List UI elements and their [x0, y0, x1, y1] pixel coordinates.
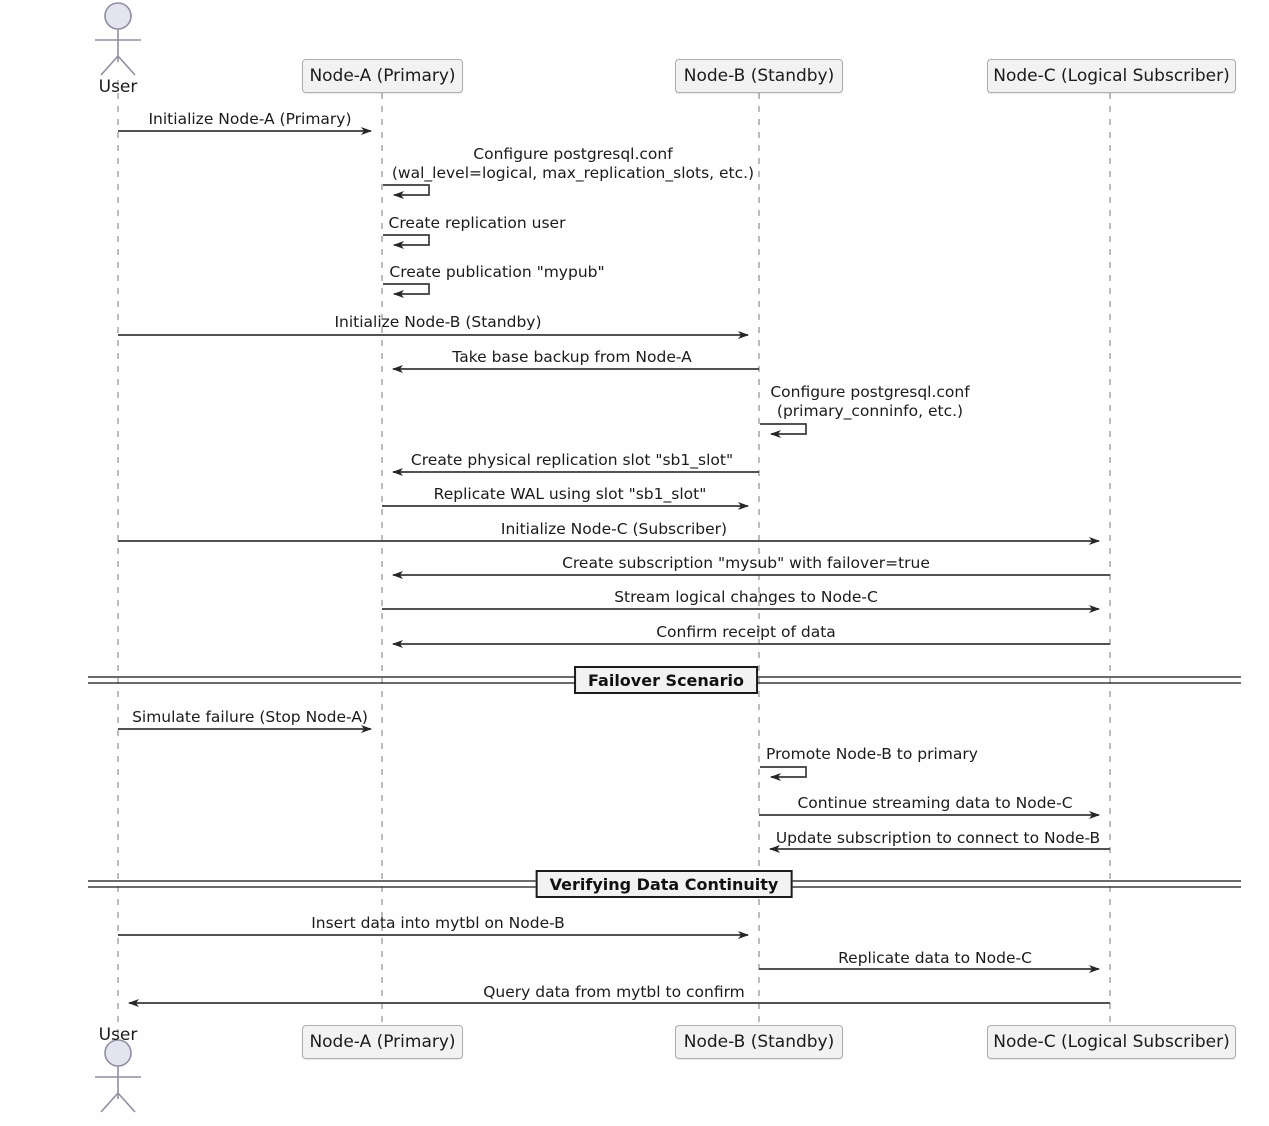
participant-box-node-b-bottom[interactable]: Node-B (Standby)	[675, 1025, 843, 1059]
message-label-m13: Confirm receipt of data	[656, 623, 836, 641]
message-label-m2: Configure postgresql.conf(wal_level=logi…	[392, 145, 754, 183]
message-label-line2: (primary_conninfo, etc.)	[776, 402, 964, 420]
message-arrows-group	[118, 127, 1110, 1007]
divider-label-d2[interactable]: Verifying Data Continuity	[535, 870, 793, 898]
message-label-line1: Configure postgresql.conf	[473, 145, 673, 163]
message-label-m6: Take base backup from Node-A	[452, 348, 692, 366]
message-label-m15: Promote Node-B to primary	[766, 745, 978, 763]
message-label-m12: Stream logical changes to Node-C	[614, 588, 878, 606]
message-label-line1: Configure postgresql.conf	[770, 383, 970, 401]
participant-box-node-a-top[interactable]: Node-A (Primary)	[302, 59, 463, 93]
actor-label-user-bottom: User	[98, 1025, 138, 1045]
message-label-m3: Create replication user	[388, 214, 566, 232]
self-message-m7	[760, 423, 807, 438]
actor-label-user-top: User	[98, 77, 138, 97]
message-label-line2: (wal_level=logical, max_replication_slot…	[391, 164, 755, 182]
participant-box-node-b-top[interactable]: Node-B (Standby)	[675, 59, 843, 93]
self-message-m15	[760, 766, 807, 781]
participant-box-node-c-bottom[interactable]: Node-C (Logical Subscriber)	[987, 1025, 1236, 1059]
participant-box-node-a-bottom[interactable]: Node-A (Primary)	[302, 1025, 463, 1059]
message-label-m10: Initialize Node-C (Subscriber)	[500, 520, 728, 538]
message-label-m20: Query data from mytbl to confirm	[483, 983, 745, 1001]
self-message-m2	[383, 184, 430, 199]
message-label-m17: Update subscription to connect to Node-B	[775, 829, 1101, 847]
message-label-m19: Replicate data to Node-C	[838, 949, 1032, 967]
message-label-m9: Replicate WAL using slot "sb1_slot"	[433, 485, 707, 503]
message-label-m18: Insert data into mytbl on Node-B	[311, 914, 565, 932]
self-message-m4	[383, 283, 430, 298]
actor-user-top-figure	[95, 2, 141, 76]
participant-box-node-c-top[interactable]: Node-C (Logical Subscriber)	[987, 59, 1236, 93]
message-label-m5: Initialize Node-B (Standby)	[334, 313, 542, 331]
lifelines-group	[117, 80, 1111, 1036]
message-label-m14: Simulate failure (Stop Node-A)	[132, 708, 368, 726]
message-label-m16: Continue streaming data to Node-C	[797, 794, 1073, 812]
message-label-m7: Configure postgresql.conf(primary_connin…	[770, 383, 969, 421]
self-message-m3	[383, 234, 430, 249]
divider-label-d1[interactable]: Failover Scenario	[574, 666, 758, 694]
message-label-m1: Initialize Node-A (Primary)	[148, 110, 352, 128]
message-label-m11: Create subscription "mysub" with failove…	[562, 554, 930, 572]
message-label-m4: Create publication "mypub"	[389, 263, 605, 281]
message-label-m8: Create physical replication slot "sb1_sl…	[410, 451, 734, 469]
actor-user-bottom-figure	[95, 1039, 141, 1113]
